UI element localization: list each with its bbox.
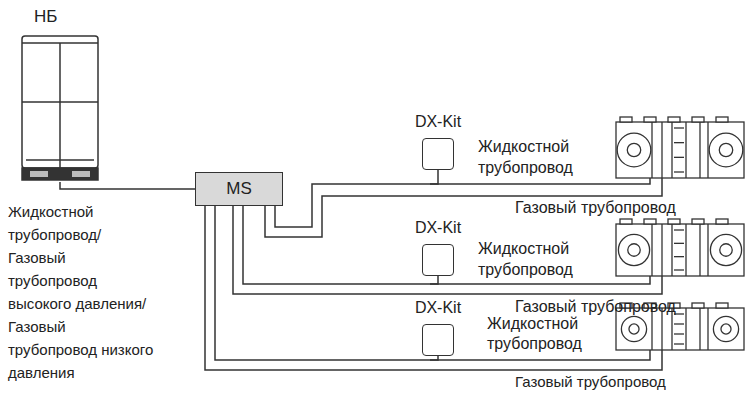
fan-hub [627,143,640,156]
coil-fin [674,142,684,143]
ahu-lug [668,219,680,224]
ahu-lug [716,303,728,308]
pipe-connector [215,206,438,360]
ahu-lug [644,117,656,122]
fan [617,133,651,167]
pipe-connector [275,170,438,227]
unit-opening [72,171,90,177]
coil-fin [674,157,684,158]
node-text: MS [226,179,252,199]
ahu-section [685,308,686,350]
node-text: DX-Kit [398,298,478,318]
air-handling-unit [616,117,744,178]
ahu-lug [716,219,728,224]
pipe-label: Жидкостной трубопровод [487,314,599,354]
fan-hub [719,143,732,156]
dx-kit-box [422,324,454,356]
ahu-lug [620,117,632,122]
air-handling-units [616,117,744,350]
node-text: НБ [18,6,102,28]
coil-fin [674,127,684,128]
pipe-label: Газовый трубопровод [515,373,666,390]
dx-kit-box [422,138,454,170]
outdoor-unit-node: НБ [18,6,102,182]
pipe-label: Газовый трубопровод [515,298,676,316]
coil-fin [674,333,684,334]
pipe-label: Жидкостной трубопровод [478,136,590,178]
ahu-section [685,224,686,276]
ahu-section [661,122,662,178]
ahu-section [699,224,700,276]
fan [618,234,649,265]
ahu-section [671,122,672,178]
pipe-label: Жидкостной трубопровод [478,238,590,280]
coil-fin [674,323,684,324]
node-text: DX-Kit [398,112,478,132]
ahu-section [651,122,652,178]
pipe-label: Газовый трубопровод [515,199,676,217]
dx-kit-node: DX-Kit [398,112,478,170]
fan-hub [629,324,639,334]
fan [621,316,646,341]
ahu-lug [644,219,656,224]
dx-kit-node: DX-Kit [398,298,478,356]
unit-seam [22,101,98,103]
coil-fin [674,269,684,270]
pipe-line [430,178,650,184]
ahu-section [707,224,708,276]
ahu-lug [620,219,632,224]
ahu-section [685,122,686,178]
ahu-section [707,308,708,350]
coil-fin [674,243,684,244]
ahu-section [699,308,700,350]
coil-fin [674,171,684,172]
outdoor-unit [22,36,98,180]
dx-kit-node: DX-Kit [398,218,478,276]
unit-seam [26,159,94,161]
ahu-section [707,122,708,178]
fan [713,316,738,341]
coil-fin [674,256,684,257]
ms-box: MS [195,172,283,206]
unit-base [22,168,98,180]
ahu-section [671,224,672,276]
dx-kit-box [422,244,454,276]
ahu-section [661,224,662,276]
pipe-note: Жидкостной трубопровод/ Газовый трубопро… [8,200,158,384]
ahu-lug [692,219,704,224]
pipe-line [205,206,662,370]
node-text: DX-Kit [398,218,478,238]
ahu-body [616,224,744,276]
fan [710,234,741,265]
ahu-lug [692,117,704,122]
pipe-connector [243,206,438,284]
fan-hub [721,324,731,334]
unit-seam [59,43,61,168]
pipe-connector [60,182,195,189]
fan-hub [720,244,732,256]
ahu-lug [692,303,704,308]
unit-opening [30,171,48,177]
ahu-lug [716,117,728,122]
fan-hub [628,244,640,256]
coil-fin [674,229,684,230]
coil-fin [674,343,684,344]
ahu-section [699,122,700,178]
ahu-lug [668,117,680,122]
ahu-body [616,122,744,178]
air-handling-unit [616,219,744,276]
fan [709,133,743,167]
pipe-line [233,206,662,294]
ahu-section [651,224,652,276]
unit-body [22,36,98,168]
